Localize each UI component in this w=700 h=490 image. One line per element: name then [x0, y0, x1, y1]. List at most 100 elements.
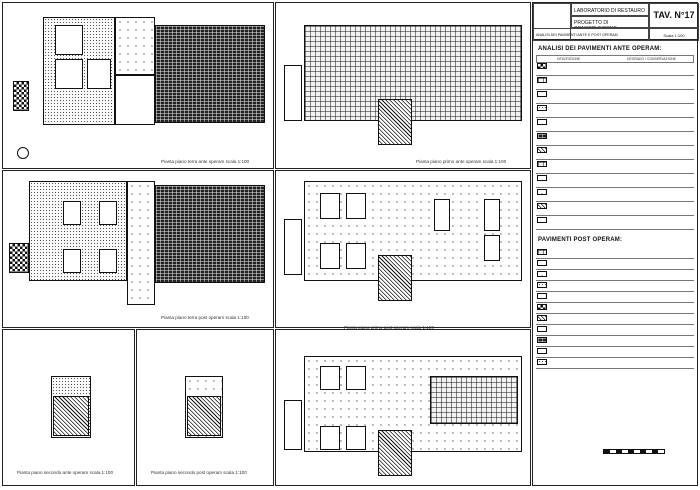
legend-row [536, 357, 694, 369]
plan-second-post-side [284, 400, 302, 450]
plan-ground-ante-right [155, 25, 265, 123]
legend-swatch [537, 358, 547, 365]
legend-row [536, 131, 694, 146]
panel-second-floor-post-large [275, 329, 531, 486]
legend-row [536, 291, 694, 303]
north-arrow-icon [17, 147, 29, 159]
plan-first-post-stair [378, 255, 412, 301]
room [55, 59, 83, 89]
legend-row [536, 75, 694, 90]
legend-panel: ANALISI DEI PAVIMENTI ANTE OPERAM: DESCR… [532, 40, 698, 486]
legend-swatch [537, 62, 547, 69]
plan-ground-ante-entry [13, 81, 29, 111]
title-block: LABORATORIO DI RESTAURO PROGETTO DI CONS… [532, 2, 699, 41]
plan-ground-post-entry [9, 243, 29, 273]
legend-row [536, 335, 694, 347]
legend-swatch [537, 281, 547, 288]
legend-row [536, 89, 694, 104]
panel-second-floor-ante: Pianta piano secondo ante operam scala 1… [2, 329, 135, 486]
room [320, 426, 340, 450]
panel-first-floor-ante: Pianta piano primo ante operam scala 1:1… [275, 2, 531, 169]
room [346, 426, 366, 450]
legend-swatch [537, 160, 547, 167]
plan-second-post-stair [378, 430, 412, 476]
room [434, 199, 450, 231]
legend-row [536, 313, 694, 325]
room [320, 366, 340, 390]
legend-swatch [537, 347, 547, 354]
plan-caption: Pianta piano primo post operam scala 1:1… [344, 325, 434, 330]
legend-row [536, 61, 694, 76]
legend-swatch [537, 303, 547, 310]
sheet-scale: Scala 1:100 [649, 28, 699, 41]
legend-row [536, 103, 694, 118]
legend-row [536, 201, 694, 216]
plan-first-post-main [304, 181, 522, 281]
plan-second-ante-stair [53, 396, 89, 436]
room [346, 366, 366, 390]
room [320, 193, 340, 219]
legend-swatch [537, 174, 547, 181]
legend-swatch [537, 259, 547, 266]
panel-first-floor-post: Pianta piano primo post operam scala 1:1… [275, 170, 531, 330]
plan-caption: Pianta piano primo ante operam scala 1:1… [416, 159, 507, 164]
plan-caption: Pianta piano terra post operam scala 1:1… [161, 315, 249, 320]
room [87, 59, 111, 89]
legend-row [536, 173, 694, 188]
legend-row [536, 324, 694, 336]
plan-first-ante-stair [378, 99, 412, 145]
legend-swatch [537, 292, 547, 299]
plan-ground-ante-courtyard [115, 17, 155, 75]
room [99, 249, 117, 273]
plan-ground-ante-stair [115, 75, 155, 125]
legend-swatch [537, 270, 547, 277]
room [63, 249, 81, 273]
room [484, 199, 500, 231]
legend-swatch [537, 90, 547, 97]
panel-ground-floor-post: Pianta piano terra post operam scala 1:1… [2, 170, 274, 328]
plan-first-ante-main [304, 25, 522, 121]
legend-row [536, 258, 694, 270]
legend-ante-col2: DEGRADO / CONSERVAZIONE [627, 57, 677, 61]
legend-swatch [537, 146, 547, 153]
legend-swatch [537, 104, 547, 111]
legend-row [536, 346, 694, 358]
panel-second-floor-post: Pianta piano secondo post operam scala 1… [136, 329, 274, 486]
room [55, 25, 83, 55]
legend-row [536, 117, 694, 132]
plan-caption: Pianta piano secondo post operam scala 1… [151, 470, 247, 475]
legend-swatch [537, 336, 547, 343]
room [346, 193, 366, 219]
legend-row [536, 187, 694, 202]
title-block-lab: LABORATORIO DI RESTAURO [571, 3, 649, 16]
legend-swatch [537, 118, 547, 125]
legend-row [536, 280, 694, 292]
legend-swatch [537, 202, 547, 209]
legend-swatch [537, 325, 547, 332]
plan-caption: Pianta piano secondo ante operam scala 1… [17, 470, 114, 475]
room [346, 243, 366, 269]
legend-swatch [537, 132, 547, 139]
legend-row [536, 159, 694, 174]
plan-ground-post-right [155, 185, 265, 283]
legend-post-title: PAVIMENTI POST OPERAM: [538, 237, 623, 243]
plan-second-post-stair [187, 396, 221, 436]
legend-row [536, 302, 694, 314]
room [484, 235, 500, 261]
room [320, 243, 340, 269]
plan-second-post-hall [430, 376, 518, 424]
title-block-project: PROGETTO DI CONSERVAZIONE [571, 16, 649, 28]
graphic-scale-bar [603, 449, 665, 454]
legend-ante-header: DESCRIZIONE DEGRADO / CONSERVAZIONE [536, 55, 694, 63]
legend-swatch [537, 314, 547, 321]
title-block-subject: ANALISI DEI PAVIMENTI ANTE E POST OPERAM [533, 28, 649, 41]
sheet-number: TAV. N°17 [649, 3, 699, 28]
plan-first-ante-side [284, 65, 302, 121]
legend-row [536, 145, 694, 160]
legend-swatch [537, 248, 547, 255]
legend-swatch [537, 188, 547, 195]
legend-ante-title: ANALISI DEI PAVIMENTI ANTE OPERAM: [538, 46, 662, 52]
plan-ground-post-mid [127, 181, 155, 305]
room [63, 201, 81, 225]
panel-ground-floor-ante: Pianta piano terra ante operam scala 1:1… [2, 2, 274, 169]
